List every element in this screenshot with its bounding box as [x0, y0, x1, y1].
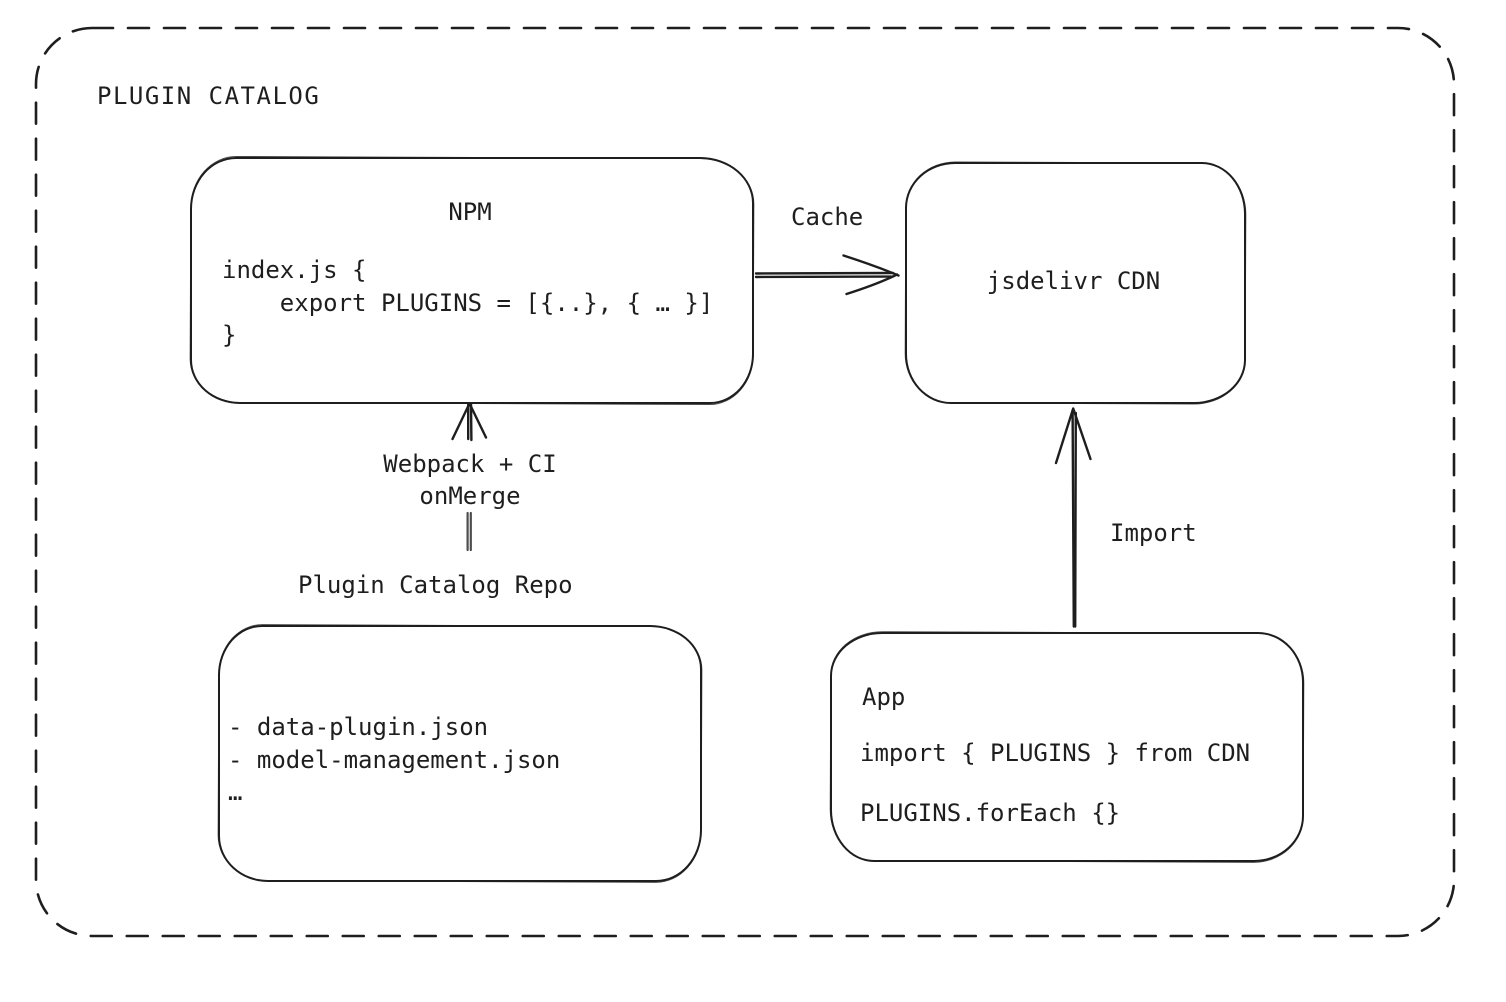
cdn-node [905, 162, 1246, 404]
cache-edge-label: Cache [791, 203, 864, 231]
npm-code-block: index.js { export PLUGINS = [{..}, { … }… [222, 254, 713, 352]
app-node [830, 632, 1304, 862]
repo-node [218, 625, 702, 882]
plugin-catalog-boundary [34, 26, 1456, 938]
diagram-title: PLUGIN CATALOG [97, 82, 321, 110]
repo-file-item: … [228, 778, 243, 806]
app-code-line: import { PLUGINS } from CDN [860, 739, 1251, 767]
cache-arrow [754, 254, 900, 296]
npm-code-line: export PLUGINS = [{..}, { … }] [222, 288, 714, 317]
npm-code-line: } [222, 321, 237, 349]
build-edge-label: Webpack + CI onMerge [330, 448, 610, 512]
npm-code-line: index.js { [222, 256, 367, 284]
cdn-node-title: jsdelivr CDN [986, 267, 1161, 295]
import-edge-label: Import [1110, 519, 1197, 547]
import-arrow [1054, 407, 1092, 628]
repo-node-title: Plugin Catalog Repo [298, 571, 573, 599]
npm-node-title: NPM [448, 198, 492, 226]
build-edge-label-line1: Webpack + CI [383, 450, 557, 478]
repo-file-list: - data-plugin.json - model-management.js… [228, 711, 560, 809]
repo-file-item: - model-management.json [228, 745, 561, 774]
npm-node [190, 157, 754, 404]
repo-file-item: - data-plugin.json [228, 713, 489, 741]
app-code-line: PLUGINS.forEach {} [860, 799, 1121, 827]
build-edge-label-line2: onMerge [419, 482, 521, 510]
app-node-title: App [862, 683, 906, 711]
